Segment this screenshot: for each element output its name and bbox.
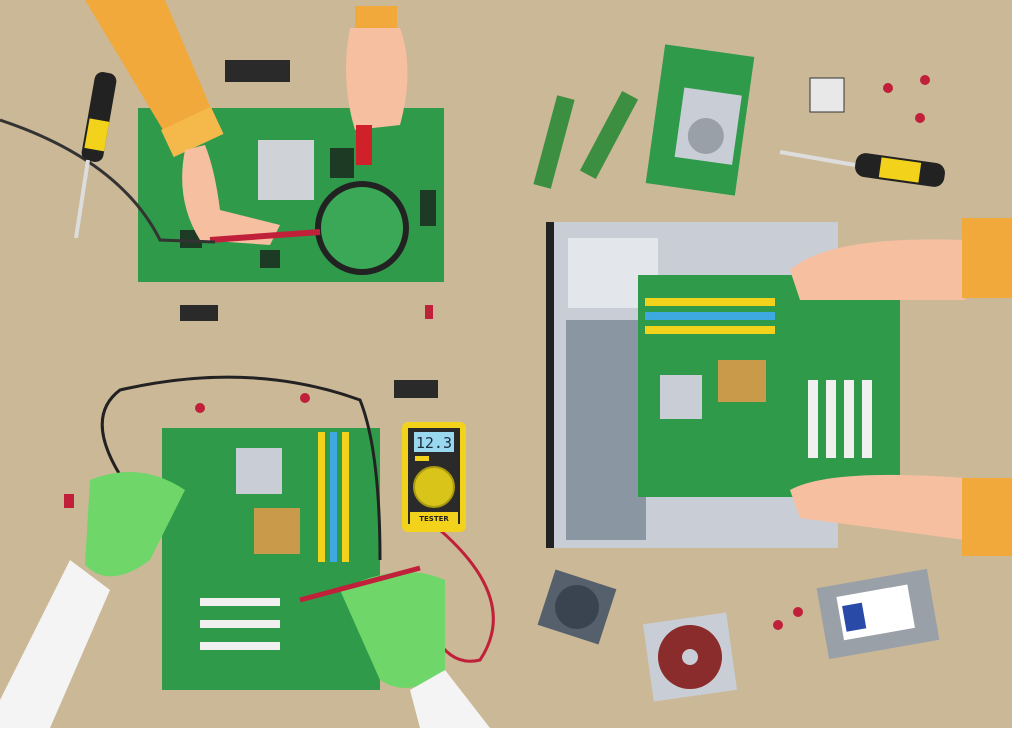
multimeter: 12.3 TESTER [402, 422, 466, 532]
ram-stick [533, 95, 575, 189]
cpu-chip [809, 77, 845, 113]
hands-holding-board [790, 218, 1012, 556]
magnifying-glass [315, 181, 409, 275]
hand-with-soldering-iron [0, 0, 321, 245]
hard-drive [816, 568, 940, 660]
gloved-hand-right [299, 565, 490, 728]
probe-cable-black [100, 375, 382, 561]
gloved-hand-left [0, 472, 185, 728]
multimeter-display [414, 432, 454, 452]
screwdriver-left [74, 72, 117, 239]
screwdriver-right [779, 150, 945, 187]
case-fan [537, 569, 617, 645]
motherboard-right [638, 275, 900, 497]
cpu-cooler [642, 612, 738, 702]
small-components [64, 60, 930, 630]
multimeter-label: TESTER [419, 515, 449, 523]
multimeter-dial [413, 466, 455, 508]
graphics-card [645, 44, 755, 196]
ram-stick [579, 91, 639, 179]
multimeter-reading: 12.3 [416, 434, 452, 452]
hand-with-magnifier [346, 6, 408, 165]
motherboard-bottom-left [162, 428, 380, 690]
